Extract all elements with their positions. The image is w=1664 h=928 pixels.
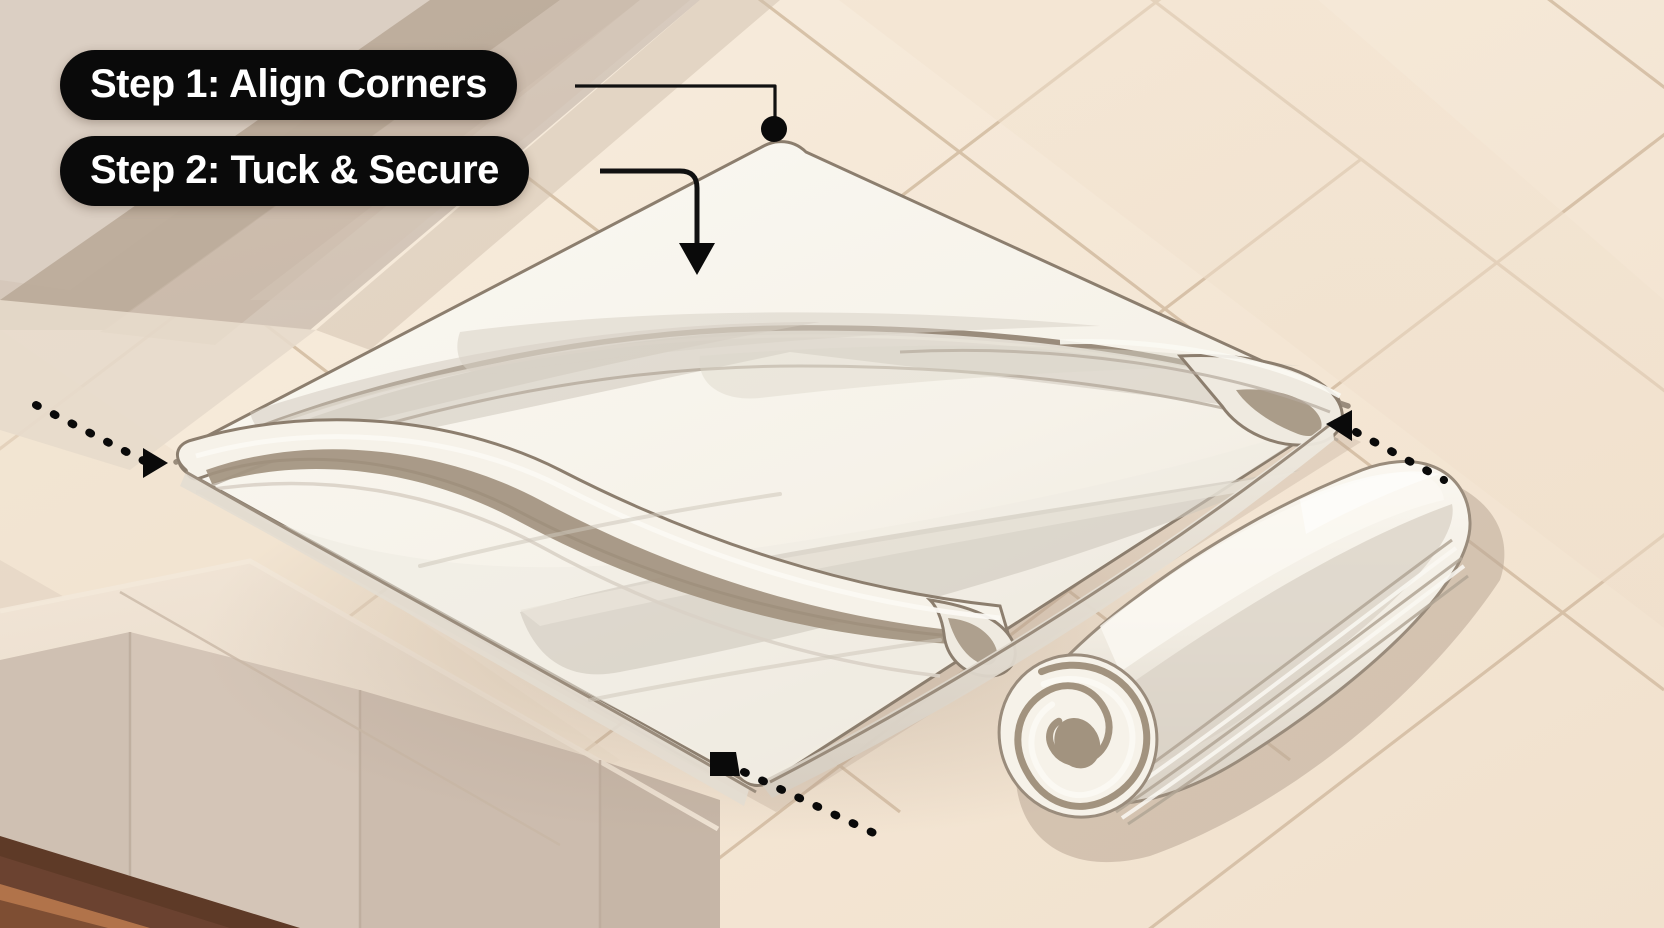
leader-step-2 — [600, 168, 715, 275]
right-corner-annotation — [1326, 410, 1448, 484]
leader-step-1 — [575, 84, 787, 142]
callout-step-2-label: Step 2: Tuck & Secure — [90, 148, 499, 192]
bottom-corner-annotation — [710, 752, 884, 840]
callout-step-2[interactable]: Step 2: Tuck & Secure — [60, 136, 529, 206]
left-corner-annotation — [32, 401, 168, 478]
callout-step-1-label: Step 1: Align Corners — [90, 62, 487, 106]
callout-step-1[interactable]: Step 1: Align Corners — [60, 50, 517, 120]
